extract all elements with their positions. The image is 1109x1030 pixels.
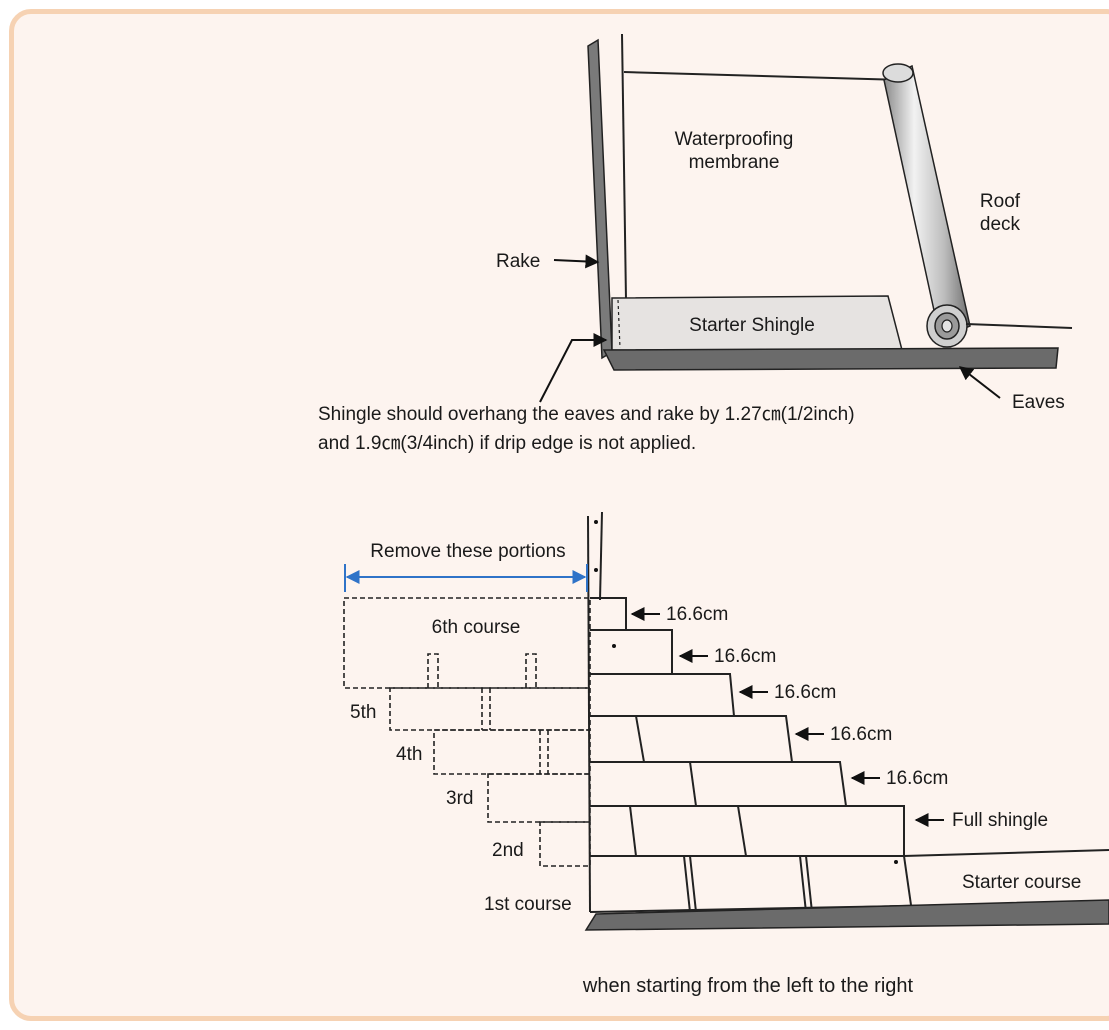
eaves-label: Eaves	[1012, 392, 1065, 413]
overhang-arrow	[539, 333, 608, 403]
offset-label-3: 16.6cm	[774, 682, 836, 703]
full-shingle-label: Full shingle	[952, 810, 1048, 831]
rake-label: Rake	[496, 251, 540, 272]
course-2-label: 2nd	[492, 840, 524, 861]
eaves-arrow	[958, 366, 1001, 399]
overhang-note-1: Shingle should overhang the eaves and ra…	[318, 404, 855, 425]
course-5-label: 5th	[350, 702, 376, 723]
top-figure: Waterproofing membrane Roof deck Rake St…	[318, 33, 1073, 454]
membrane-top-edge	[623, 71, 903, 81]
offset-label-2: 16.6cm	[714, 646, 776, 667]
eave-board	[602, 347, 1059, 371]
membrane-label-1: Waterproofing	[675, 129, 794, 150]
membrane-label-2: membrane	[689, 152, 780, 173]
membrane-left-edge	[621, 33, 627, 301]
course-4-label: 4th	[396, 744, 422, 765]
roof-deck-label-1: Roof	[980, 191, 1021, 212]
remove-portions-label: Remove these portions	[370, 541, 565, 562]
starter-shingle-label: Starter Shingle	[689, 315, 815, 336]
bottom-figure: Remove these portions 6th course 5th 4th…	[343, 511, 1109, 997]
rake-board	[587, 38, 613, 360]
offset-label-5: 16.6cm	[886, 768, 948, 789]
course-3-label: 3rd	[446, 788, 473, 809]
course-1-label: 1st course	[484, 894, 572, 915]
rake-arrow	[553, 254, 600, 269]
overhang-note-2: and 1.9㎝(3/4inch) if drip edge is not ap…	[318, 433, 696, 454]
shingle-courses	[589, 597, 1109, 913]
offset-label-1: 16.6cm	[666, 604, 728, 625]
course-6-label: 6th course	[432, 617, 521, 638]
offset-label-4: 16.6cm	[830, 724, 892, 745]
caption: when starting from the left to the right	[582, 975, 914, 997]
roof-deck-label-2: deck	[980, 214, 1021, 235]
bottom-eave-board	[584, 899, 1109, 931]
membrane-roll	[882, 63, 971, 348]
removed-portions	[343, 597, 591, 867]
deck-edge-line	[965, 323, 1073, 329]
starter-course-label: Starter course	[962, 872, 1081, 893]
